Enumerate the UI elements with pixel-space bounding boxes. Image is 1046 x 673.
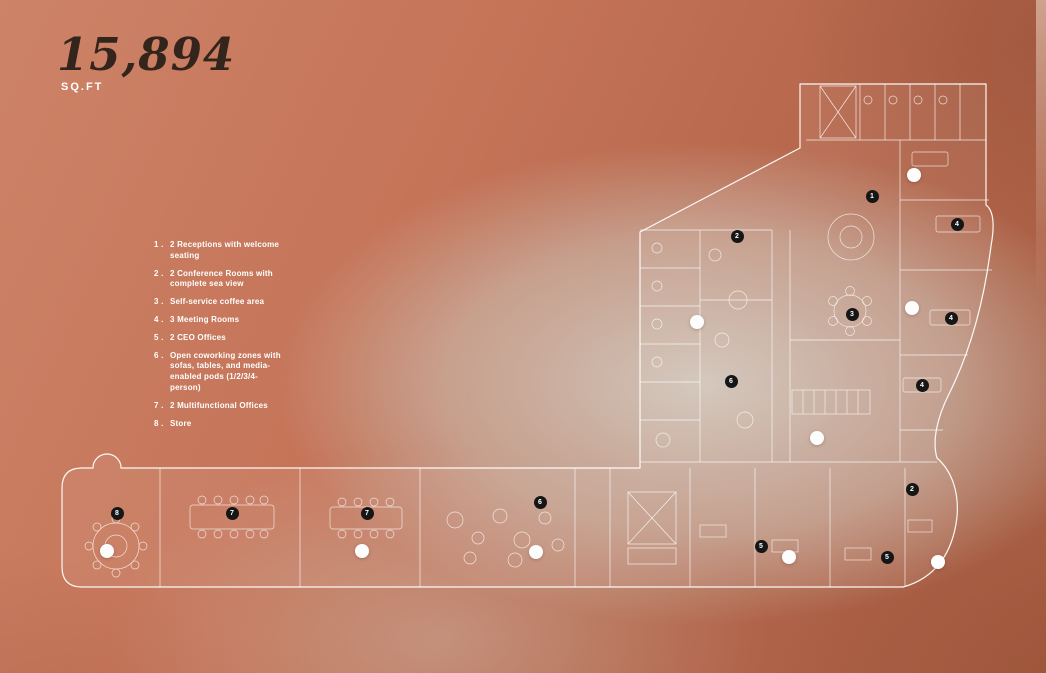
- plan-location-dot: [907, 168, 921, 182]
- legend-item-text: Open coworking zones with sofas, tables,…: [170, 350, 281, 392]
- legend-item-number: 3 .: [154, 297, 164, 307]
- floor-plan-furniture: [84, 95, 981, 578]
- legend-item-number: 2 .: [154, 268, 164, 278]
- legend-item-number: 5 .: [154, 332, 164, 342]
- plan-marker-1: 1: [865, 189, 879, 203]
- plan-location-dot: [690, 315, 704, 329]
- legend-item: 3 . Self-service coffee area: [154, 297, 282, 308]
- plan-location-dot: [529, 545, 543, 559]
- legend-item-number: 1 .: [154, 240, 164, 249]
- legend-item-text: 3 Meeting Rooms: [170, 314, 240, 324]
- legend-item-number: 6 .: [154, 350, 164, 360]
- legend-item: 7 . 2 Multifunctional Offices: [154, 401, 282, 412]
- plan-marker-6: 6: [533, 495, 547, 509]
- plan-marker-7: 7: [360, 506, 374, 520]
- legend-item-text: Self-service coffee area: [170, 297, 265, 307]
- legend-item-number: 7 .: [154, 400, 164, 410]
- header: 15,894 SQ.FT: [57, 30, 235, 93]
- legend-item-text: 2 Conference Rooms with complete sea vie…: [170, 268, 273, 289]
- legend-item: 4 . 3 Meeting Rooms: [154, 315, 282, 326]
- plan-marker-5: 5: [880, 550, 894, 564]
- plan-marker-3: 3: [845, 307, 859, 321]
- floor-plan-walls: [159, 84, 992, 587]
- legend-item: 6 . Open coworking zones with sofas, tab…: [154, 351, 282, 394]
- plan-location-dot: [810, 431, 824, 445]
- plan-location-dot: [782, 550, 796, 564]
- plan-marker-4: 4: [950, 217, 964, 231]
- legend-item-text: 2 CEO Offices: [170, 332, 226, 342]
- plan-marker-4: 4: [915, 378, 929, 392]
- plan-marker-2: 2: [730, 229, 744, 243]
- plan-marker-5: 5: [754, 539, 768, 553]
- area-unit-label: SQ.FT: [61, 80, 104, 93]
- floor-plan-outline: [61, 83, 994, 588]
- area-number: 15,894: [57, 28, 236, 81]
- legend-item-text: 2 Multifunctional Offices: [170, 400, 268, 410]
- plan-marker-7: 7: [225, 506, 239, 520]
- plan-location-dot: [905, 301, 919, 315]
- legend-item: 5 . 2 CEO Offices: [154, 333, 282, 344]
- plan-marker-6: 6: [724, 374, 738, 388]
- plan-marker-8: 8: [110, 506, 124, 520]
- legend-item-text: Store: [170, 418, 192, 428]
- legend: 1 . 2 Receptions with welcome seating 2 …: [154, 240, 282, 436]
- legend-item: 2 . 2 Conference Rooms with complete sea…: [154, 269, 282, 291]
- plan-marker-2: 2: [905, 482, 919, 496]
- legend-item: 1 . 2 Receptions with welcome seating: [154, 240, 282, 262]
- plan-location-dot: [355, 544, 369, 558]
- legend-item-text: 2 Receptions with welcome seating: [170, 240, 280, 260]
- legend-item-number: 8 .: [154, 418, 164, 428]
- plan-location-dot: [931, 555, 945, 569]
- plan-location-dot: [100, 544, 114, 558]
- plan-marker-4: 4: [944, 311, 958, 325]
- legend-item-number: 4 .: [154, 314, 164, 324]
- legend-item: 8 . Store: [154, 419, 282, 430]
